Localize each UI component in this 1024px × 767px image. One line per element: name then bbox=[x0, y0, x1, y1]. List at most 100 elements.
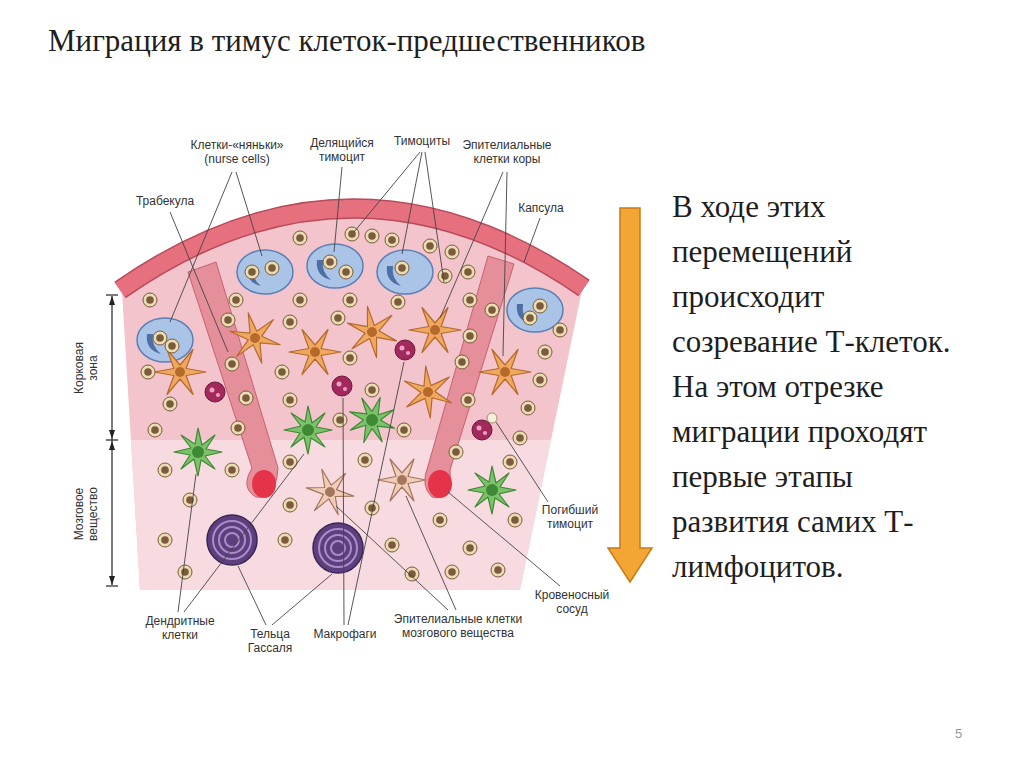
epithelial-cell bbox=[154, 350, 206, 395]
thymocyte bbox=[178, 565, 192, 579]
thymocyte bbox=[183, 493, 197, 507]
thymocyte bbox=[508, 513, 522, 527]
dendritic-cell bbox=[174, 428, 222, 476]
dendritic-cell bbox=[341, 389, 403, 451]
nurse-cell bbox=[137, 318, 193, 362]
thymocyte bbox=[358, 453, 372, 467]
thymocyte bbox=[148, 423, 162, 437]
capsule-edge bbox=[120, 208, 584, 290]
leader-line bbox=[406, 496, 456, 610]
thymocyte bbox=[225, 463, 239, 477]
thymocyte bbox=[283, 393, 297, 407]
thymocyte bbox=[283, 455, 297, 469]
thymocytes bbox=[141, 227, 567, 581]
migration-arrow bbox=[608, 208, 652, 582]
thymocyte bbox=[445, 245, 459, 259]
medullary-epithelial-cell bbox=[378, 459, 426, 501]
thymocyte bbox=[239, 391, 253, 405]
dead-thymocyte bbox=[487, 413, 497, 423]
thymocyte bbox=[491, 563, 505, 577]
thymocyte bbox=[397, 423, 411, 437]
thymocyte bbox=[365, 383, 379, 397]
thymocyte bbox=[293, 293, 307, 307]
callout-label: Трабекула bbox=[126, 194, 204, 208]
hassall-body bbox=[313, 523, 363, 573]
thymocyte bbox=[141, 365, 155, 379]
thymocyte bbox=[385, 233, 399, 247]
thymocyte bbox=[423, 239, 437, 253]
thymocyte bbox=[229, 293, 243, 307]
leader-line bbox=[348, 362, 404, 625]
thymocyte bbox=[461, 265, 475, 279]
thymocyte bbox=[265, 261, 279, 275]
trabecula bbox=[188, 262, 278, 497]
thymocyte bbox=[163, 397, 177, 411]
thymocyte bbox=[533, 373, 547, 387]
leader-lines bbox=[170, 152, 560, 625]
medulla-region bbox=[100, 440, 620, 600]
thymocyte bbox=[513, 431, 527, 445]
callout-label: Дендритные клетки bbox=[138, 614, 222, 642]
thymocyte bbox=[385, 538, 399, 552]
thymocyte bbox=[275, 365, 289, 379]
leader-line bbox=[440, 172, 503, 318]
macrophage bbox=[472, 420, 492, 440]
thymocyte bbox=[433, 513, 447, 527]
thymocyte bbox=[391, 295, 405, 309]
thymocyte bbox=[365, 229, 379, 243]
callout-label: Кровеносный сосуд bbox=[530, 588, 614, 616]
leader-line bbox=[272, 574, 332, 625]
callout-label: Клетки-«няньки» (nurse cells) bbox=[182, 138, 292, 166]
thymocyte bbox=[503, 455, 517, 469]
body-text: На этом отрезке миграции проходят первые… bbox=[672, 364, 977, 589]
leader-line bbox=[402, 152, 422, 254]
thymocyte bbox=[538, 345, 552, 359]
nurse-cell bbox=[377, 250, 433, 294]
thymocyte bbox=[225, 357, 239, 371]
thymocyte bbox=[463, 293, 477, 307]
zone-label: Корковая зона bbox=[72, 329, 100, 407]
medullary-epithelial-cell bbox=[303, 467, 358, 517]
callout-label: Погибший тимоцит bbox=[528, 503, 612, 531]
macrophage bbox=[205, 382, 225, 402]
leader-line bbox=[336, 506, 448, 610]
leader-line bbox=[524, 218, 540, 262]
thymocyte bbox=[245, 265, 259, 279]
hassall-body bbox=[207, 515, 257, 565]
blood-vessel bbox=[252, 470, 276, 498]
thymocyte bbox=[405, 567, 419, 581]
thymocyte bbox=[165, 339, 179, 353]
thymocyte bbox=[461, 393, 475, 407]
leader-line bbox=[170, 212, 228, 352]
dendritic-cell bbox=[468, 466, 516, 514]
thymocyte bbox=[343, 293, 357, 307]
leader-line bbox=[343, 398, 344, 625]
thymocyte bbox=[323, 255, 337, 269]
thymocyte bbox=[158, 463, 172, 477]
body-text: В ходе этих перемещений происходит созре… bbox=[672, 184, 977, 364]
thymocyte bbox=[395, 261, 409, 275]
leader-line bbox=[178, 474, 196, 612]
epithelial-cell bbox=[409, 308, 461, 353]
callout-label: Тельца Гассаля bbox=[228, 627, 312, 655]
macrophage bbox=[332, 376, 352, 396]
leader-line bbox=[184, 454, 304, 612]
leader-line bbox=[238, 566, 266, 625]
leader-line bbox=[496, 422, 548, 502]
thymocyte bbox=[521, 401, 535, 415]
thymocyte bbox=[449, 445, 463, 459]
thymocyte bbox=[463, 329, 477, 343]
slide-title: Миграция в тимус клеток-предшественников bbox=[48, 22, 645, 60]
callout-label: Эпителиальные клетки коры bbox=[452, 138, 562, 166]
epithelial-cell bbox=[479, 350, 531, 395]
capsule bbox=[120, 208, 584, 290]
epithelial-cell bbox=[395, 361, 461, 424]
thymocyte bbox=[283, 315, 297, 329]
thymocyte bbox=[331, 311, 345, 325]
callout-label: Капсула bbox=[510, 201, 572, 215]
thymocyte bbox=[221, 313, 235, 327]
thymocyte bbox=[231, 421, 245, 435]
thymocyte bbox=[533, 299, 547, 313]
thymocyte bbox=[463, 541, 477, 555]
leader-line bbox=[354, 152, 420, 232]
